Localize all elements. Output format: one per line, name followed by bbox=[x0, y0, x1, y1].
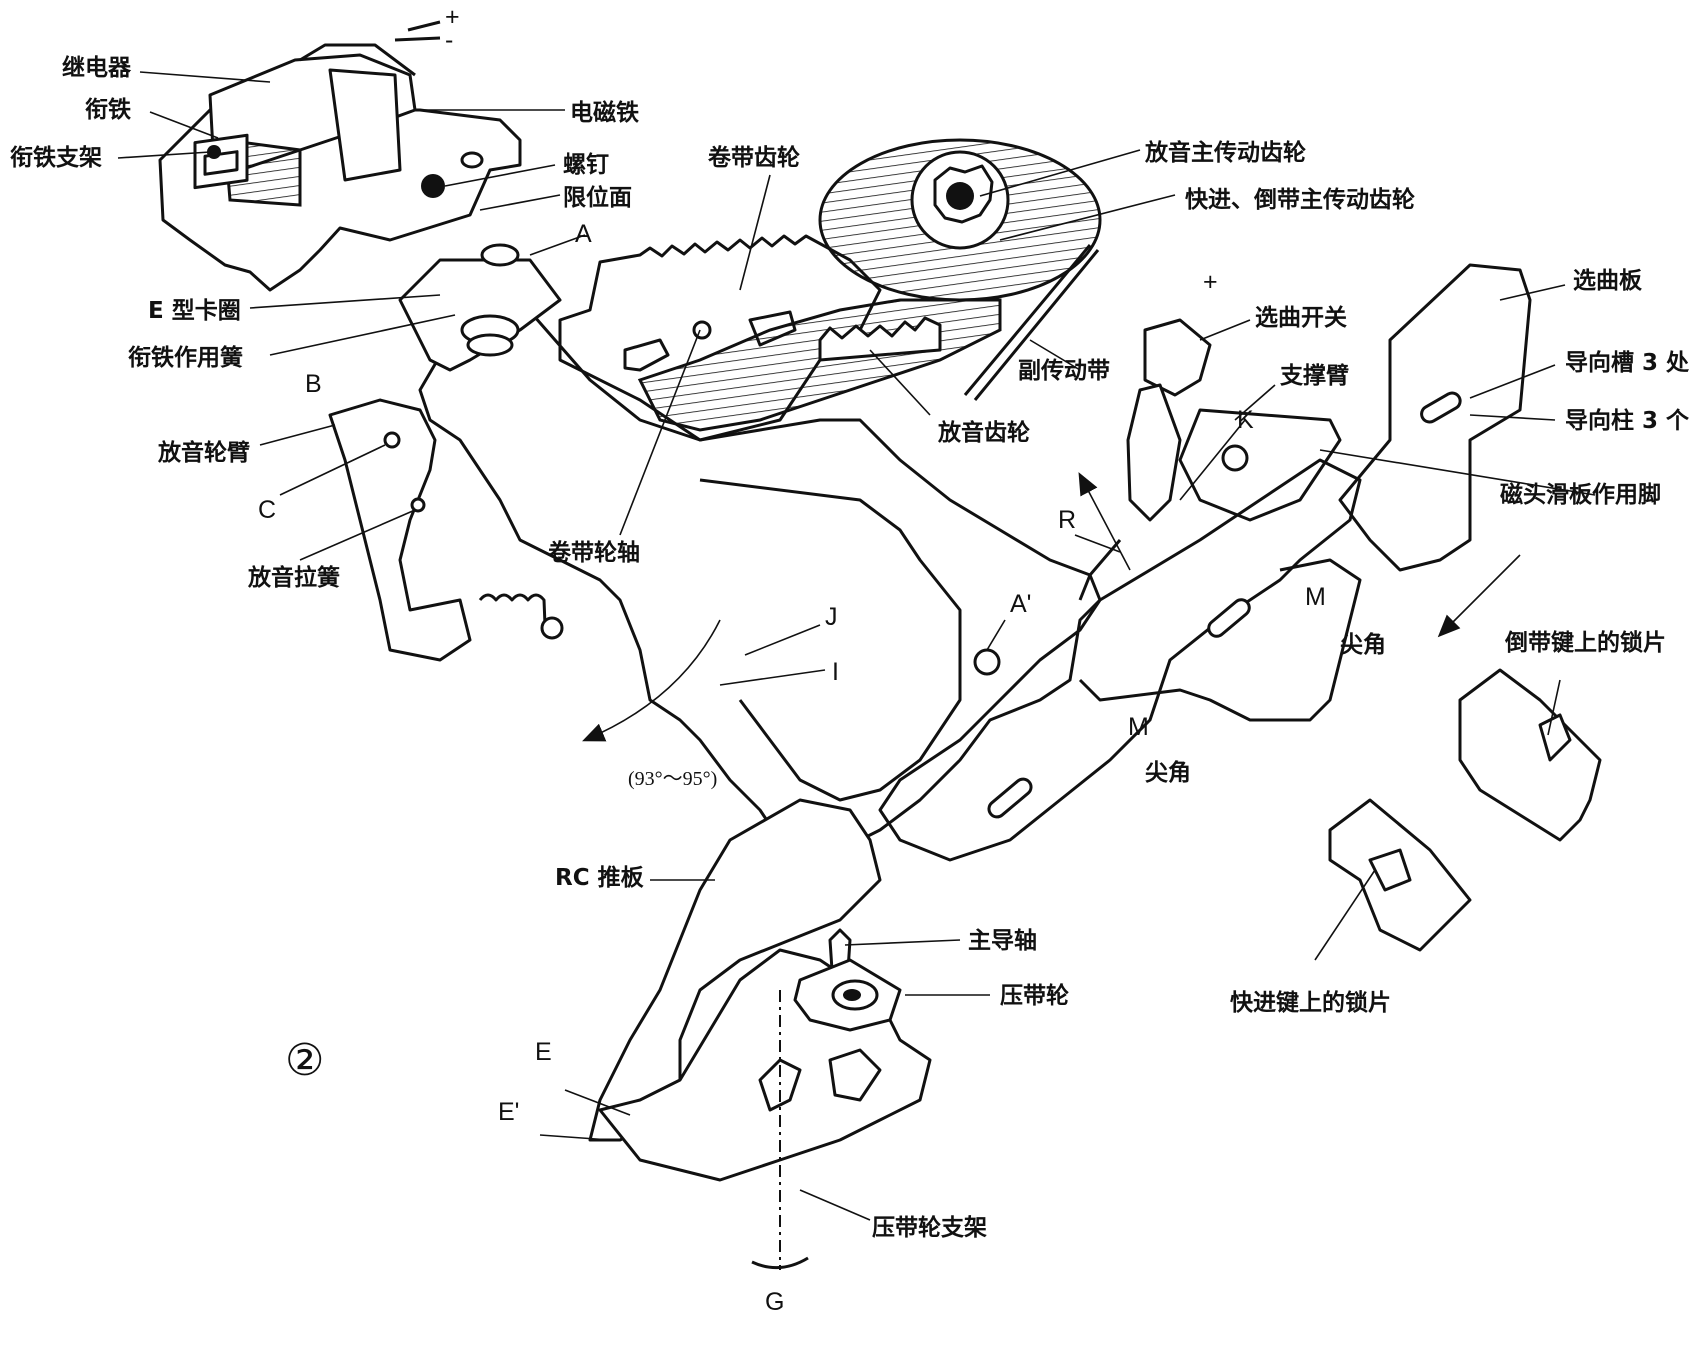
label-capstan: 主导轴 bbox=[968, 927, 1037, 954]
label-pinch-roller: 压带轮 bbox=[1000, 982, 1069, 1009]
label-plus-2: + bbox=[1203, 268, 1218, 296]
label-armature: 衔铁 bbox=[85, 97, 131, 123]
leader-lines bbox=[117, 71, 1596, 1221]
main-drive-gear bbox=[637, 138, 1102, 432]
head-slider-plate bbox=[878, 458, 1362, 862]
label-ff-key-lock: 快进键上的锁片 bbox=[1230, 989, 1391, 1016]
relay-assembly bbox=[158, 20, 522, 292]
label-tip-1: 尖角 bbox=[1340, 631, 1386, 658]
play-wheel-arm bbox=[328, 398, 564, 662]
figure-number: ② bbox=[285, 1035, 324, 1086]
label-play-pull-spring: 放音拉簧 bbox=[247, 564, 340, 591]
label-pinch-bracket: 压带轮支架 bbox=[872, 1214, 987, 1241]
label-select-switch: 选曲开关 bbox=[1255, 304, 1347, 331]
label-electromagnet: 电磁铁 bbox=[570, 99, 639, 126]
label-rew-key-lock: 倒带键上的锁片 bbox=[1504, 629, 1666, 656]
label-point-m2: M bbox=[1128, 713, 1149, 741]
label-head-slider-foot: 磁头滑板作用脚 bbox=[1500, 481, 1661, 508]
label-aux-belt: 副传动带 bbox=[1018, 358, 1110, 384]
label-armature-spring: 衔铁作用簧 bbox=[128, 344, 243, 371]
label-play-wheel-arm: 放音轮臂 bbox=[157, 439, 250, 466]
label-point-g: G bbox=[765, 1288, 784, 1316]
label-point-c: C bbox=[258, 496, 276, 524]
label-ff-rew-main-gear: 快进、倒带主传动齿轮 bbox=[1185, 186, 1415, 213]
main-frame bbox=[418, 298, 1102, 862]
labels: + - 继电器 衔铁 衔铁支架 电磁铁 螺钉 限位面 A E 型卡圈 衔铁作用簧… bbox=[10, 3, 1690, 1316]
label-e-clip: E 型卡圈 bbox=[148, 298, 241, 324]
label-point-j: J bbox=[825, 603, 838, 631]
drawing bbox=[117, 20, 1602, 1270]
label-play-gear: 放音齿轮 bbox=[937, 419, 1030, 446]
rotation-arrow bbox=[582, 619, 721, 742]
label-point-m1: M bbox=[1305, 583, 1326, 611]
label-point-a-prime: A' bbox=[1010, 590, 1031, 618]
label-point-e: E bbox=[535, 1038, 552, 1066]
label-point-a: A bbox=[575, 220, 592, 248]
label-angle: (93°～95°) bbox=[628, 768, 717, 790]
label-limit-face: 限位面 bbox=[563, 184, 632, 211]
label-rc-push-plate: RC 推板 bbox=[555, 865, 645, 891]
label-point-k: K bbox=[1237, 406, 1254, 434]
aux-belt-shape bbox=[963, 244, 1100, 401]
label-armature-bracket: 衔铁支架 bbox=[10, 145, 102, 171]
label-play-main-drive-gear: 放音主传动齿轮 bbox=[1144, 139, 1306, 166]
label-point-b: B bbox=[305, 370, 322, 398]
label-guide-slot: 导向槽 3 处 bbox=[1565, 349, 1689, 376]
label-point-i: I bbox=[832, 658, 839, 686]
label-screw: 螺钉 bbox=[563, 151, 609, 178]
label-tip-2: 尖角 bbox=[1145, 759, 1191, 786]
direction-arrow-r bbox=[1078, 472, 1131, 571]
label-plus: + bbox=[445, 3, 460, 31]
label-take-up-shaft: 卷带轮轴 bbox=[547, 539, 640, 566]
select-mechanism bbox=[1078, 263, 1532, 601]
direction-arrow-m bbox=[1437, 554, 1521, 638]
label-select-plate: 选曲板 bbox=[1573, 268, 1643, 294]
lock-plates bbox=[1328, 668, 1602, 952]
label-minus: - bbox=[445, 26, 453, 54]
label-support-arm: 支撑臂 bbox=[1279, 362, 1349, 389]
label-take-up-gear: 卷带齿轮 bbox=[707, 144, 800, 171]
capstan-pinch bbox=[793, 928, 902, 1032]
armature-lever bbox=[398, 258, 562, 372]
rotation-arc bbox=[751, 1256, 809, 1270]
label-point-e-prime: E' bbox=[498, 1098, 519, 1126]
label-point-r: R bbox=[1058, 506, 1076, 534]
label-relay: 继电器 bbox=[62, 54, 132, 81]
label-guide-post: 导向柱 3 个 bbox=[1565, 407, 1690, 434]
